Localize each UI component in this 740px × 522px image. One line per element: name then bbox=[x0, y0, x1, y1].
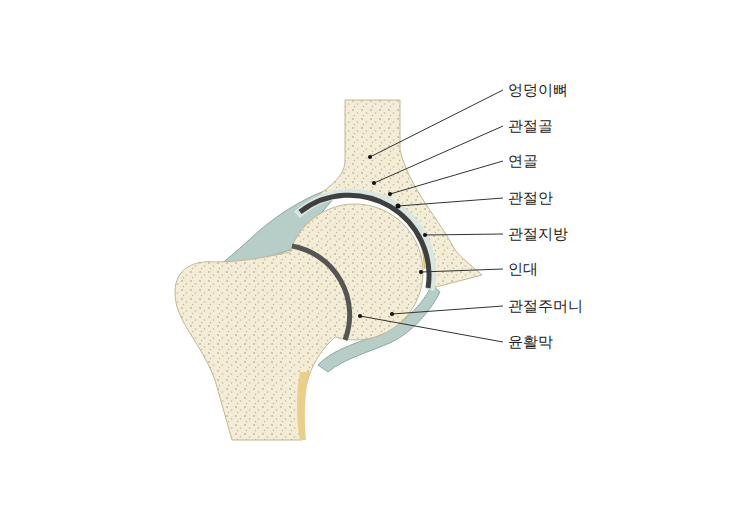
leader-dots bbox=[358, 155, 427, 318]
part-label: 관절주머니 bbox=[508, 297, 583, 315]
part-label: 관절골 bbox=[508, 117, 553, 135]
acetabular-cartilage bbox=[300, 195, 429, 288]
part-label: 관절지방 bbox=[508, 225, 568, 243]
femur-marrow-edge bbox=[297, 372, 310, 440]
part-label: 연골 bbox=[508, 152, 538, 170]
part-label: 관절안 bbox=[508, 189, 553, 207]
femur bbox=[175, 204, 423, 440]
synovial-membrane bbox=[297, 193, 432, 290]
part-label: 윤활막 bbox=[508, 333, 553, 351]
part-label: 엉덩이뼈 bbox=[508, 81, 568, 99]
part-label: 인대 bbox=[508, 260, 538, 278]
femoral-cartilage bbox=[292, 246, 350, 340]
leader-lines bbox=[360, 90, 503, 342]
